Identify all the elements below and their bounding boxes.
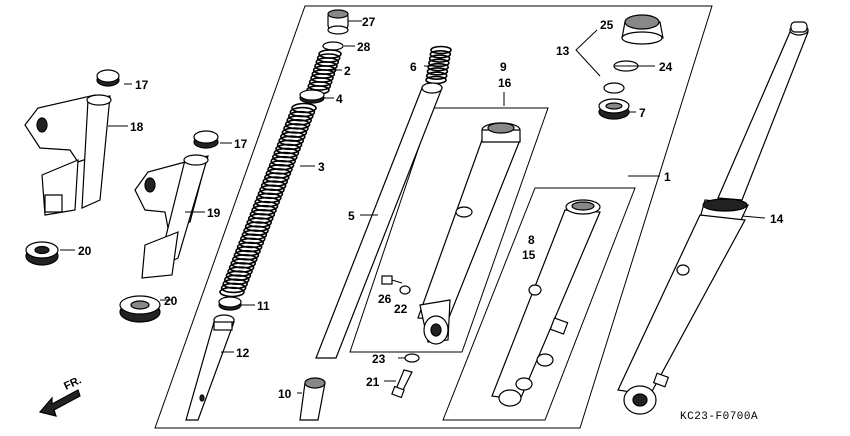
callout-24: 24: [659, 60, 673, 74]
spring-coil: [307, 81, 332, 91]
part-17-upper-cap: [96, 69, 120, 87]
callout-17-lower: 17: [234, 137, 248, 151]
part-17-lower-cap: [193, 130, 219, 149]
callout-28: 28: [357, 40, 371, 54]
diagram-code: KC23-F0700A: [680, 411, 758, 423]
spring-coil: [220, 282, 247, 294]
callout-26: 26: [378, 292, 392, 306]
part-23-washer: [404, 353, 420, 363]
spring-coil: [427, 62, 449, 72]
callout-9: 9: [500, 60, 507, 74]
callout-16: 16: [498, 76, 512, 90]
assembly-frame: [154, 5, 713, 429]
subassembly-frame-8: [442, 187, 636, 421]
spring-coil: [428, 54, 451, 63]
front-label: FR.: [62, 374, 83, 392]
callout-19: 19: [207, 206, 221, 220]
part-27-fork-cap: [327, 9, 349, 35]
callout-4: 4: [336, 92, 343, 106]
spring-coil: [425, 71, 448, 81]
callout-14: 14: [770, 212, 784, 226]
callout-2: 2: [344, 64, 351, 78]
callout-12: 12: [236, 346, 250, 360]
part-18-upper-bracket: [24, 94, 112, 216]
part-20-lower-seal: [119, 295, 161, 323]
part-20-left-seal: [25, 241, 59, 266]
spring-coil: [426, 67, 449, 76]
part-11-ring: [218, 296, 242, 311]
subassembly-frame-9: [349, 107, 549, 353]
part-25-dust-seal: [621, 14, 664, 45]
callout-13-bracket: [575, 29, 601, 77]
spring-coil: [430, 45, 452, 55]
callout-11: 11: [257, 299, 270, 313]
part-12-damper-rod: [185, 314, 235, 421]
callout-25: 25: [600, 18, 614, 32]
leader-lines: [60, 20, 766, 394]
front-arrow-icon: [38, 389, 81, 417]
part-7-oil-seal: [598, 82, 630, 120]
callout-18: 18: [130, 120, 144, 134]
part-26-bolt: [381, 275, 403, 285]
part-19-lower-bracket: [134, 154, 209, 279]
callout-7: 7: [639, 106, 646, 120]
part-3-fork-spring: [219, 102, 317, 298]
callout-1: 1: [664, 170, 671, 184]
spring-coil: [428, 58, 450, 68]
callout-21: 21: [366, 375, 380, 389]
part-21-bolt: [391, 369, 413, 399]
callout-15: 15: [522, 248, 536, 262]
spring-coil: [429, 49, 452, 59]
part-5-fork-pipe: [315, 82, 443, 359]
part-6-short-spring: [425, 45, 452, 85]
callout-22: 22: [394, 302, 408, 316]
callout-20-left: 20: [78, 244, 92, 258]
part-2-spring: [306, 49, 342, 95]
part-9-fork-slider: [417, 122, 521, 345]
part-4-washer: [299, 89, 325, 104]
callout-13: 13: [556, 44, 570, 58]
callout-27: 27: [362, 15, 376, 29]
callout-20-lower: 20: [164, 294, 178, 308]
part-28-o-ring: [322, 41, 344, 51]
callout-5: 5: [348, 209, 355, 223]
callout-6: 6: [410, 60, 417, 74]
front-direction-indicator: FR.: [38, 374, 83, 417]
part-14-fork-assembly: [617, 21, 809, 415]
callout-10: 10: [278, 387, 292, 401]
callout-3: 3: [318, 160, 325, 174]
part-10-spacer: [299, 377, 326, 421]
part-22-washer: [399, 285, 411, 295]
callout-17-upper: 17: [135, 78, 149, 92]
part-8-outer-slider: [491, 199, 601, 407]
callout-23: 23: [372, 352, 386, 366]
callout-8: 8: [528, 233, 535, 247]
